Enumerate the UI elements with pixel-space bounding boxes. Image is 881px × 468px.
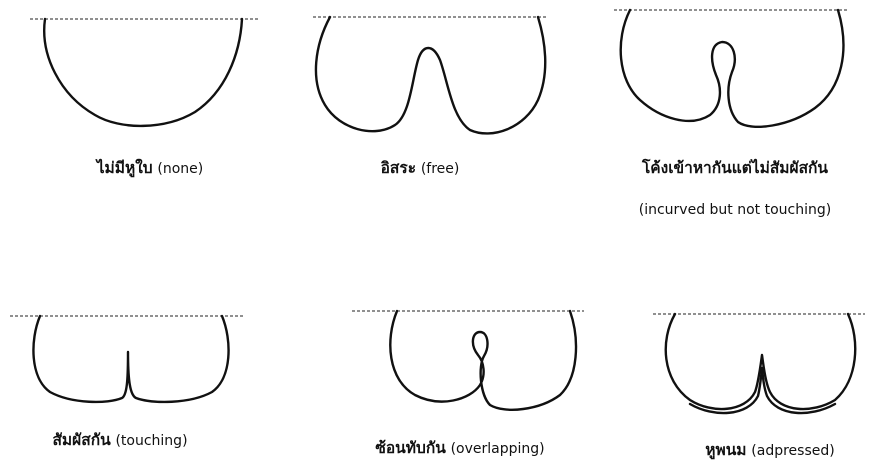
adpressed-lobe-inner-edge: [690, 368, 835, 413]
caption-adpressed-thai: หูพนม: [705, 441, 746, 459]
leaf-base-outline-adpressed: [666, 314, 856, 409]
caption-adpressed-english: (adpressed): [751, 443, 834, 459]
caption-adpressed: หูพนม (adpressed): [680, 440, 860, 461]
